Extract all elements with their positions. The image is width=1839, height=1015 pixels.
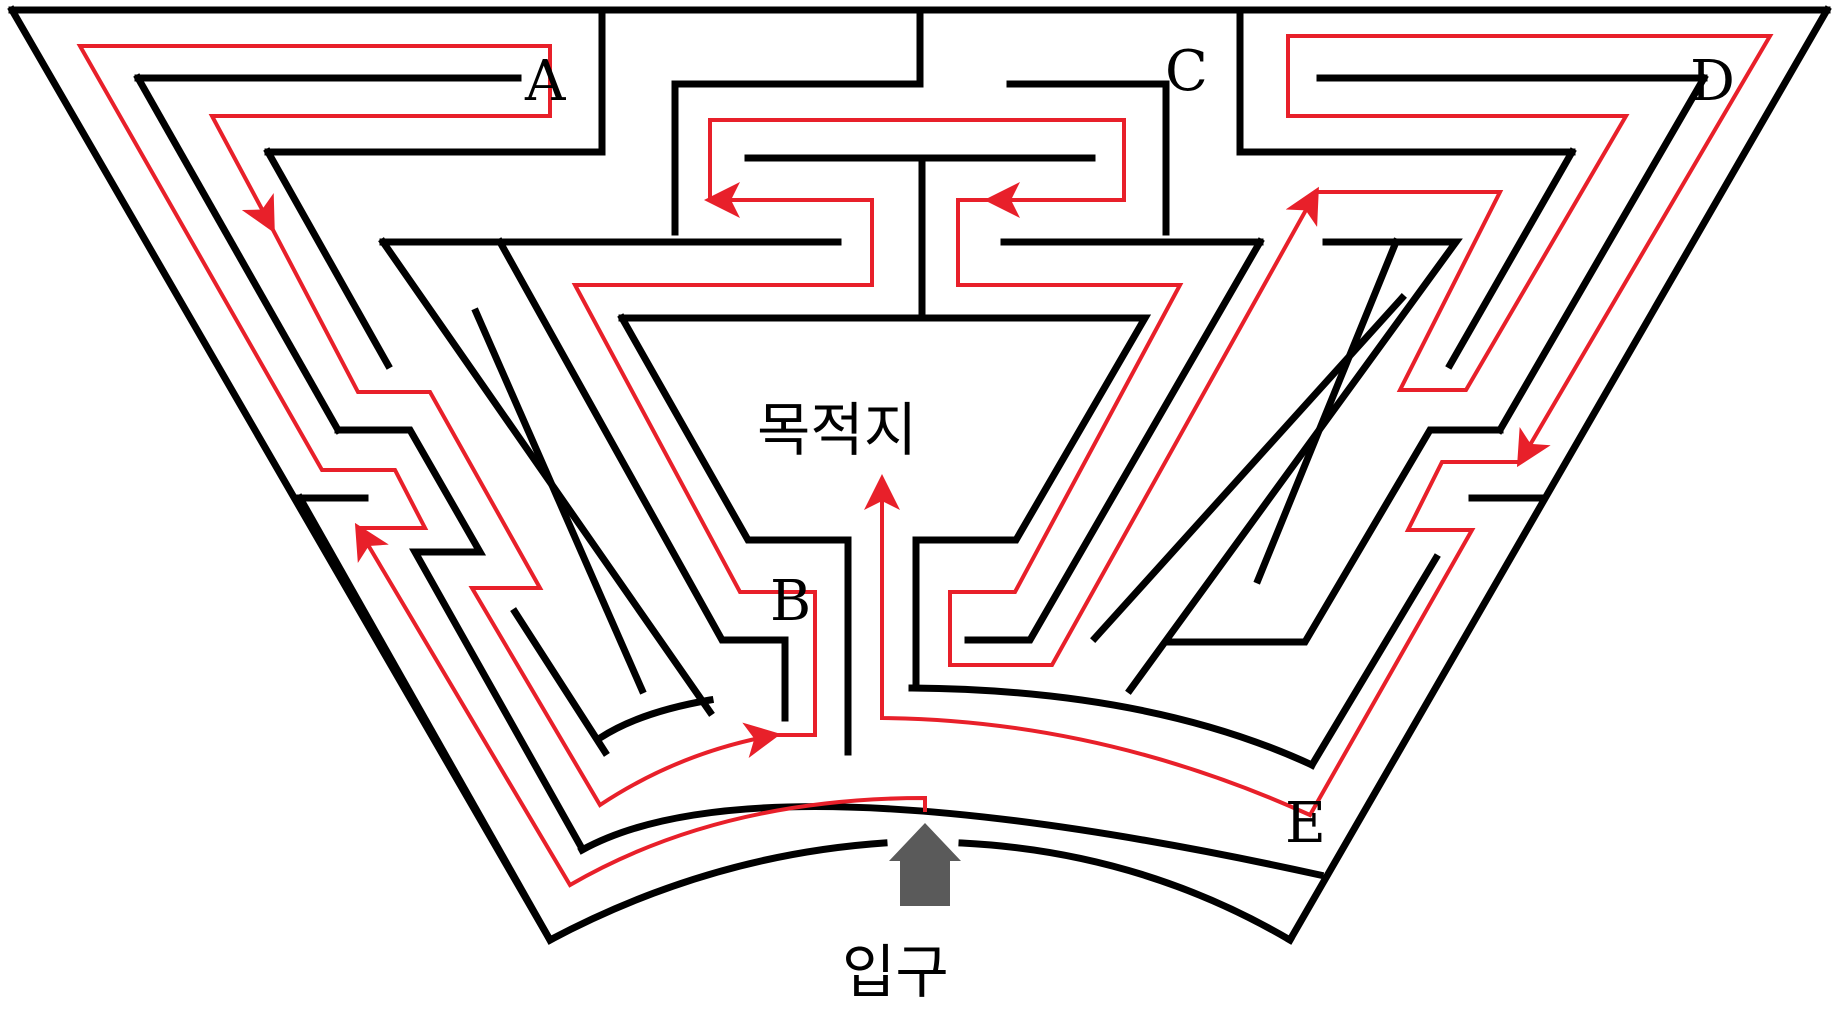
wall-left-diag-4 <box>471 307 647 695</box>
destination-box-left <box>617 313 852 756</box>
label-b: B <box>770 569 811 634</box>
route-center-top <box>708 118 1126 218</box>
wall-c-top <box>1236 6 1576 156</box>
route-right-center <box>948 186 1319 667</box>
wall-left-diag-6 <box>510 607 610 757</box>
wall-right-diag-5 <box>1253 237 1401 585</box>
maze-walls <box>7 5 1832 945</box>
wall-left-diag-5 <box>495 237 789 722</box>
wall-a-top <box>264 6 606 156</box>
inner-arc-4 <box>1307 553 1441 770</box>
route-entrance-left <box>354 522 927 888</box>
route-right-e <box>864 460 1520 818</box>
wall-left-stub <box>334 426 585 850</box>
entrance-arrow-shape <box>889 823 961 906</box>
wall-left-diag-2 <box>263 147 393 370</box>
wall-left-lower-2 <box>295 493 555 945</box>
wall-right-diag-1 <box>1495 73 1709 435</box>
inner-arc-2 <box>595 695 715 743</box>
wall-right-diag-4 <box>1125 238 1463 695</box>
route-right-top <box>1286 34 1774 468</box>
wall-right-diag-6 <box>1090 293 1407 643</box>
destination-box <box>618 314 1152 692</box>
label-e: E <box>1285 791 1326 856</box>
wall-left-diag-1 <box>133 73 343 435</box>
wall-center-top-2 <box>1006 80 1170 236</box>
label-c: C <box>1165 39 1208 104</box>
outer-wall-bottom-right <box>958 839 1295 945</box>
route-left-descent <box>270 227 781 808</box>
wall-right-diag-2 <box>1445 147 1577 370</box>
entrance-arrow-icon <box>889 823 961 906</box>
wall-right-stub <box>1166 426 1504 646</box>
label-d: D <box>1690 49 1735 114</box>
label-a: A <box>524 49 566 114</box>
maze-labels: A C D B E 목적지 입구 <box>524 39 1735 1006</box>
outer-wall-right <box>1285 5 1832 945</box>
solution-route <box>76 34 1774 888</box>
entrance-label: 입구 <box>842 938 949 1006</box>
wall-center-top-1 <box>671 6 924 236</box>
wall-right-diag-3 <box>964 237 1265 644</box>
destination-label: 목적지 <box>757 396 917 464</box>
inner-arc-3 <box>908 684 1317 770</box>
route-b-loop <box>571 182 874 737</box>
route-left-climb <box>76 44 552 530</box>
outer-wall-bottom-left <box>545 839 888 945</box>
inner-arc-1 <box>577 803 1325 880</box>
